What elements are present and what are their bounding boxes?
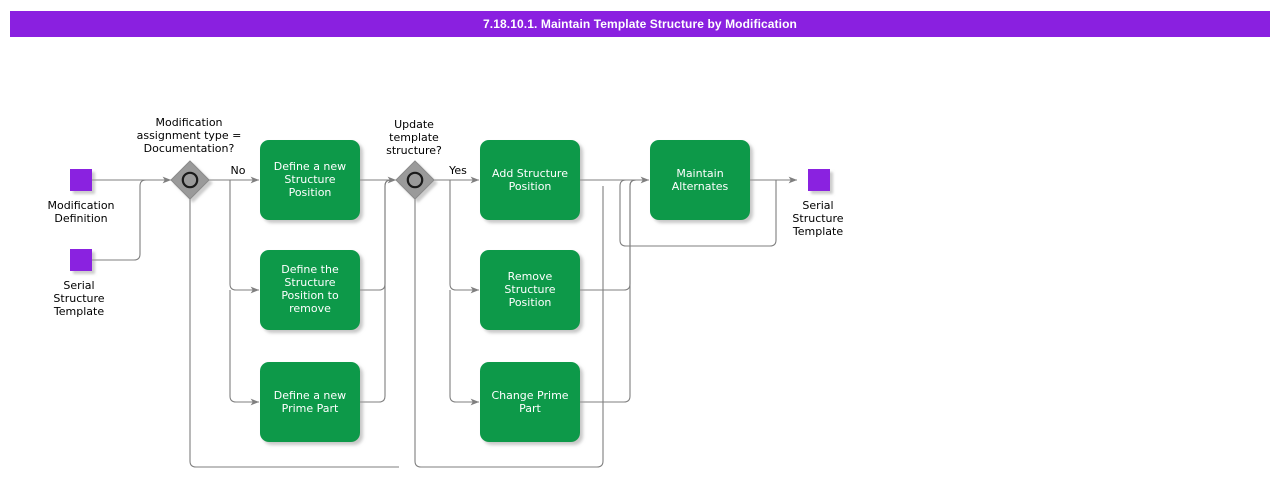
connector-gateway2-branch-spine-lower: [449, 290, 480, 406]
page-title: 7.18.10.1. Maintain Template Structure b…: [10, 11, 1270, 37]
gw-modification-assignment-type[interactable]: [170, 160, 210, 200]
task-label-line: Structure: [284, 173, 335, 186]
connector-maintain-alternates-bypass-loop: [619, 179, 777, 247]
task-label-line: Change Prime: [491, 389, 568, 402]
gateway-label-line: Update: [394, 118, 434, 131]
connector-gateway1-branch-spine: [229, 180, 260, 294]
task-add-structure-position[interactable]: Add Structure Position: [480, 140, 580, 220]
gateway-label-line: Documentation?: [144, 142, 235, 155]
connector-gateway2-branch-spine: [449, 180, 480, 294]
connector-gateway2-loopback-bottom: [414, 186, 604, 468]
connector-layer: [92, 176, 798, 468]
task-label-line: Part: [519, 402, 541, 415]
flow-label-yes: Yes: [448, 164, 467, 177]
task-remove-structure-position[interactable]: Remove Structure Position: [480, 250, 580, 330]
data-object-label-line: Structure: [53, 292, 104, 305]
connector-gateway1-branch-spine-lower: [229, 290, 260, 406]
task-change-prime-part[interactable]: Change Prime Part: [480, 362, 580, 442]
gateway-label-line: structure?: [386, 144, 442, 157]
data-object-serial-structure-template-in[interactable]: [70, 249, 92, 271]
task-label-line: Position: [289, 186, 332, 199]
data-object-label-line: Modification: [47, 199, 114, 212]
task-label-line: Maintain: [676, 167, 723, 180]
data-object-label-line: Serial: [63, 279, 94, 292]
data-object-layer: Modification Definition Serial Structure…: [47, 169, 844, 318]
data-object-label-line: Structure: [792, 212, 843, 225]
task-label-line: Remove: [508, 270, 553, 283]
task-maintain-alternates[interactable]: Maintain Alternates: [650, 140, 750, 220]
task-label-line: Add Structure: [492, 167, 568, 180]
gw-update-template-structure[interactable]: [395, 160, 435, 200]
task-label-line: Alternates: [672, 180, 729, 193]
task-define-new-structure-position[interactable]: Define a new Structure Position: [260, 140, 360, 220]
task-label-line: Position: [509, 296, 552, 309]
task-label-line: Structure: [504, 283, 555, 296]
task-label-line: Define a new: [274, 160, 346, 173]
gateway-label-line: template: [389, 131, 439, 144]
flow-label-layer: No Yes: [231, 164, 468, 177]
data-object-modification-definition[interactable]: [70, 169, 92, 191]
task-label-line: remove: [289, 302, 331, 315]
connector-define-new-prime-part-to-gateway2: [360, 179, 396, 403]
connector-define-position-to-remove-to-gateway2: [360, 179, 396, 291]
task-define-new-prime-part[interactable]: Define a new Prime Part: [260, 362, 360, 442]
task-label-line: Position: [509, 180, 552, 193]
connector-remove-structure-position-to-merge: [580, 179, 649, 291]
data-object-label-line: Template: [792, 225, 843, 238]
gateway-layer: Modification assignment type = Documenta…: [137, 116, 442, 200]
connector-gateway1-loopback-bottom: [189, 199, 399, 468]
task-label-line: Structure: [284, 276, 335, 289]
data-object-label-line: Definition: [54, 212, 107, 225]
task-label-line: Define a new: [274, 389, 346, 402]
data-object-serial-structure-template-out[interactable]: [808, 169, 830, 191]
connector-serial-template-to-gateway1: [92, 179, 171, 261]
task-label-line: Define the: [281, 263, 339, 276]
connector-change-prime-part-to-merge: [580, 179, 649, 403]
task-define-structure-position-to-remove[interactable]: Define the Structure Position to remove: [260, 250, 360, 330]
task-label-line: Prime Part: [282, 402, 339, 415]
data-object-label-line: Serial: [802, 199, 833, 212]
flow-label-no: No: [231, 164, 246, 177]
gateway-label-line: assignment type =: [137, 129, 242, 142]
task-layer: Define a new Structure Position Define t…: [260, 140, 750, 442]
gateway-label-line: Modification: [155, 116, 222, 129]
task-label-line: Position to: [281, 289, 339, 302]
data-object-label-line: Template: [53, 305, 104, 318]
